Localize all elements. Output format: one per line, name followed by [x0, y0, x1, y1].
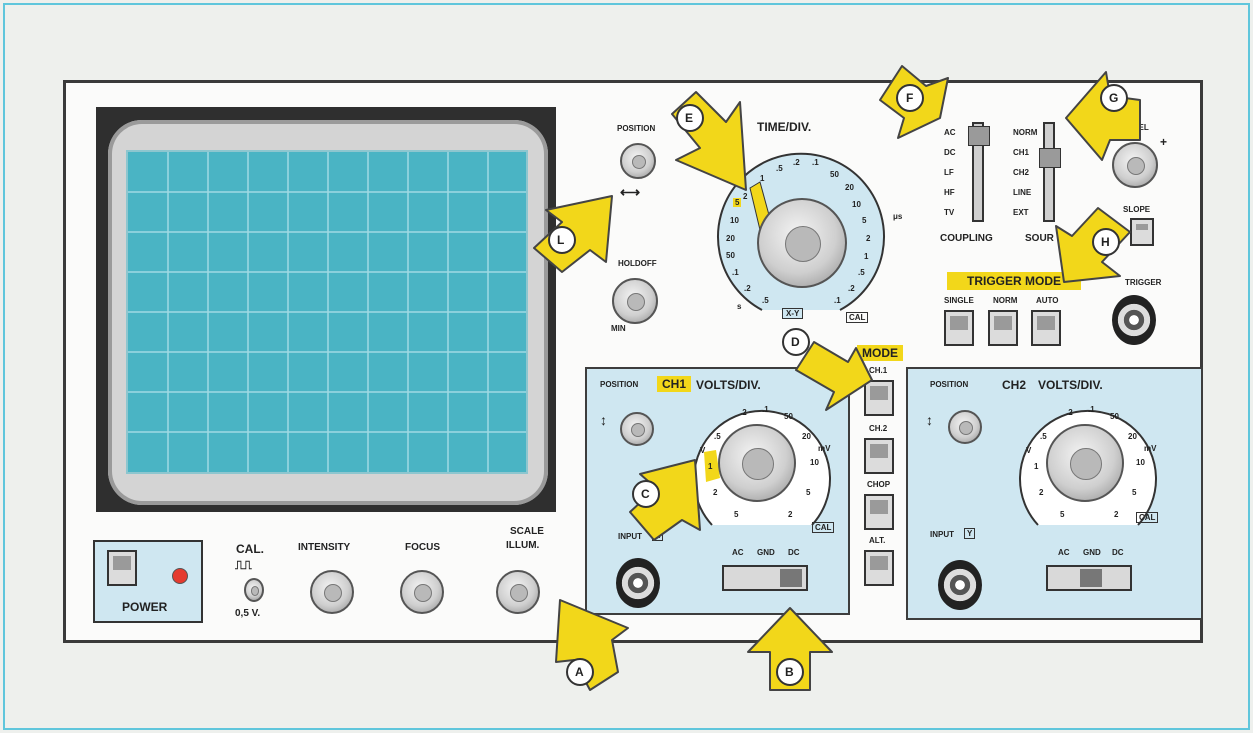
- callout-d: D: [791, 335, 800, 349]
- callout-g: G: [1109, 91, 1118, 105]
- callout-arrow-g: [1066, 72, 1140, 160]
- callout-e: E: [685, 111, 693, 125]
- callout-h: H: [1101, 235, 1110, 249]
- callout-l: L: [557, 233, 564, 247]
- callout-c: C: [641, 487, 650, 501]
- callout-b: B: [785, 665, 794, 679]
- callout-a: A: [575, 665, 584, 679]
- callout-arrow-d: [796, 342, 872, 410]
- callout-f: F: [906, 91, 913, 105]
